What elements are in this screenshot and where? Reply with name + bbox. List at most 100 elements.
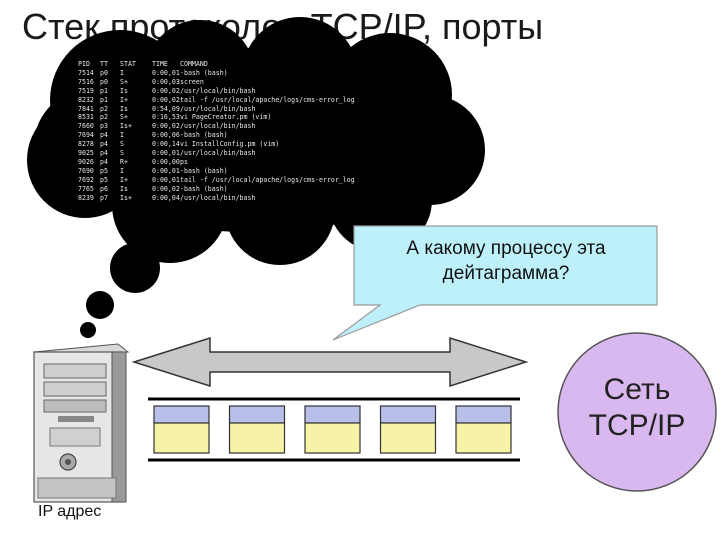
process-cell: 8278 (78, 140, 100, 149)
process-cell: Is+ (120, 122, 152, 131)
process-cell: -bash (bash) (180, 185, 228, 194)
process-cell: tail -f /usr/local/apache/logs/cms-error… (180, 176, 355, 185)
process-cell: 7694 (78, 131, 100, 140)
process-cell: p4 (100, 140, 120, 149)
process-cell: 7660 (78, 122, 100, 131)
process-cell: 7690 (78, 167, 100, 176)
packet-body (381, 423, 436, 453)
process-cell: I (120, 131, 152, 140)
process-cell: 0:00,02 (152, 96, 180, 105)
process-cell: p2 (100, 113, 120, 122)
process-cell: Is+ (120, 194, 152, 203)
process-cell: 7692 (78, 176, 100, 185)
network-label-line-2: TCP/IP (562, 408, 712, 444)
process-cell: p1 (100, 96, 120, 105)
process-cell: p4 (100, 158, 120, 167)
process-cell: p6 (100, 185, 120, 194)
packet-header (305, 406, 360, 423)
process-cell: I+ (120, 96, 152, 105)
process-cell: -bash (bash) (180, 131, 228, 140)
process-cell: Is (120, 105, 152, 114)
process-cell: 0:00,06 (152, 131, 180, 140)
process-cell: p5 (100, 167, 120, 176)
packet-header (230, 406, 285, 423)
packet (230, 406, 285, 453)
process-cell: 0:00,04 (152, 194, 180, 203)
process-cell: 0:00,01 (152, 167, 180, 176)
process-cell: 0:54,09 (152, 105, 180, 114)
process-cell: COMMAND (180, 60, 208, 69)
process-cell: S+ (120, 78, 152, 87)
packet (305, 406, 360, 453)
process-cell: STAT (120, 60, 152, 69)
process-cell: vi PageCreator.pm (vim) (180, 113, 271, 122)
process-cell: p3 (100, 122, 120, 131)
process-cell: p4 (100, 149, 120, 158)
process-table-header: PIDTTSTATTIMECOMMAND (78, 60, 355, 69)
process-cell: R+ (120, 158, 152, 167)
process-cell: p5 (100, 176, 120, 185)
process-cell: Is (120, 185, 152, 194)
process-cell: p2 (100, 105, 120, 114)
callout-line-2: дейтаграмма? (356, 261, 656, 286)
thought-bubble-large (110, 243, 160, 293)
process-cell: 7519 (78, 87, 100, 96)
process-cell: -bash (bash) (180, 167, 228, 176)
process-cell: Is (120, 87, 152, 96)
process-cell: ps (180, 158, 188, 167)
process-cell: screen (180, 78, 204, 87)
process-cell: 7514 (78, 69, 100, 78)
process-cell: 0:16,53 (152, 113, 180, 122)
process-cell: 0:00,01 (152, 176, 180, 185)
process-cell: /usr/local/bin/bash (180, 122, 255, 131)
process-cell: p1 (100, 87, 120, 96)
packet-header (381, 406, 436, 423)
packet-header (456, 406, 511, 423)
network-label-line-1: Сеть (562, 372, 712, 408)
process-cell: /usr/local/bin/bash (180, 87, 255, 96)
process-cell: I (120, 69, 152, 78)
process-cell: 9025 (78, 149, 100, 158)
double-arrow (134, 338, 526, 386)
process-cell: 0:00,01 (152, 149, 180, 158)
packet-body (456, 423, 511, 453)
process-cell: 0:00,02 (152, 87, 180, 96)
packet-body (230, 423, 285, 453)
packet (154, 406, 209, 453)
process-cell: 7516 (78, 78, 100, 87)
callout-text: А какому процессу эта дейтаграмма? (356, 236, 656, 286)
ip-address-label: IP адрес (38, 503, 101, 521)
process-cell: vi InstallConfig.pm (vim) (180, 140, 279, 149)
process-cell: 0:00,03 (152, 78, 180, 87)
process-cell: p7 (100, 194, 120, 203)
packet-header (154, 406, 209, 423)
packet (456, 406, 511, 453)
packet (381, 406, 436, 453)
process-cell: 9026 (78, 158, 100, 167)
process-row: 7514p0I0:00,01-bash (bash) (78, 69, 355, 78)
packet-body (154, 423, 209, 453)
process-cell: S (120, 140, 152, 149)
packet-group (154, 406, 511, 453)
process-cell: 7765 (78, 185, 100, 194)
process-cell: 0:00,14 (152, 140, 180, 149)
process-row: 7660p3Is+0:00,02/usr/local/bin/bash (78, 122, 355, 131)
process-cell: TT (100, 60, 120, 69)
packet-body (305, 423, 360, 453)
thought-bubbles (80, 243, 160, 338)
process-row: 9026p4R+0:00,00ps (78, 158, 355, 167)
process-cell: tail -f /usr/local/apache/logs/cms-error… (180, 96, 355, 105)
network-label: Сеть TCP/IP (562, 372, 712, 444)
process-cell: 0:00,02 (152, 185, 180, 194)
